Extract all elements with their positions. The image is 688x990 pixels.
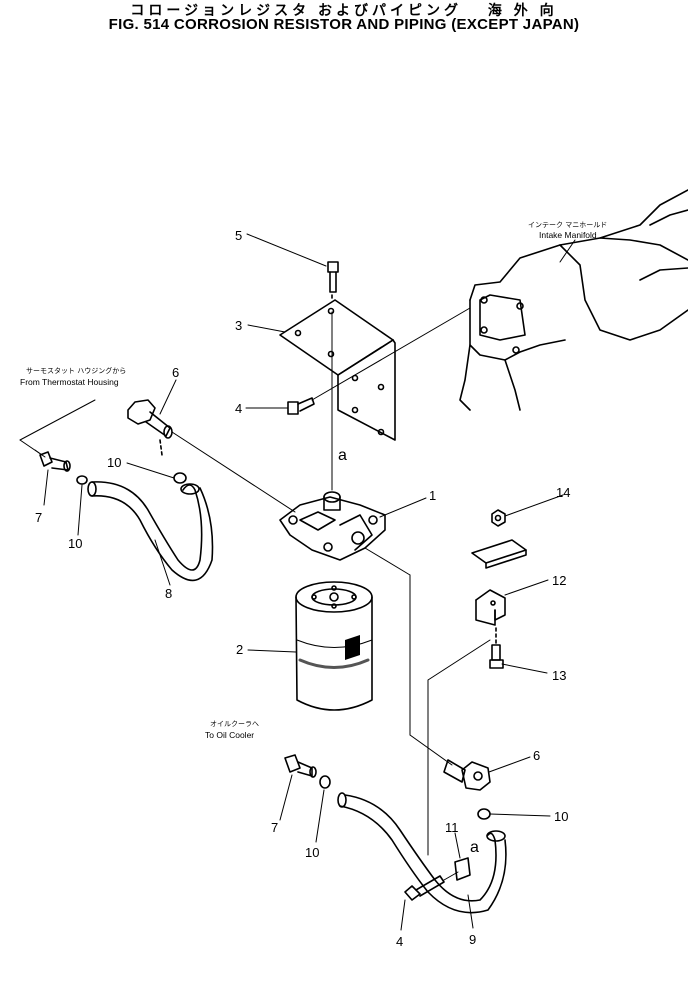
callout-7-lower: 7 bbox=[271, 820, 278, 835]
fitting-7-lower bbox=[284, 754, 317, 778]
bolt-4-lower bbox=[404, 871, 459, 901]
reference-a-upper: a bbox=[338, 447, 347, 464]
callout-11: 11 bbox=[445, 820, 459, 835]
mounting-bracket bbox=[279, 299, 396, 441]
callout-13: 13 bbox=[552, 668, 566, 683]
reference-a-lower: a bbox=[470, 839, 479, 856]
callout-7-left: 7 bbox=[35, 510, 42, 525]
callout-12: 12 bbox=[552, 573, 566, 588]
oil-cooler-label-jp: オイルクーラへ bbox=[210, 720, 259, 728]
callout-6-lower: 6 bbox=[533, 748, 540, 763]
thermostat-label: From Thermostat Housing bbox=[20, 377, 119, 387]
callout-10-left: 10 bbox=[68, 536, 82, 551]
callout-14: 14 bbox=[556, 485, 570, 500]
callout-4-lower: 4 bbox=[396, 934, 403, 949]
callout-6-upper: 6 bbox=[172, 365, 179, 380]
intake-manifold-label-jp: インテーク マニホールド bbox=[528, 221, 607, 229]
callout-leaders bbox=[43, 233, 576, 931]
callout-3: 3 bbox=[235, 318, 242, 333]
callout-8: 8 bbox=[165, 586, 172, 601]
corrosion-resistor-element bbox=[295, 581, 373, 711]
connector-6-lower bbox=[443, 759, 491, 791]
clip-11 bbox=[454, 857, 471, 881]
intake-manifold bbox=[459, 189, 688, 411]
figure-title: FIG. 514 CORROSION RESISTOR AND PIPING (… bbox=[108, 16, 580, 33]
callout-5: 5 bbox=[235, 228, 242, 243]
thermostat-label-jp: サーモスタット ハウジングから bbox=[26, 366, 126, 375]
callout-1: 1 bbox=[429, 488, 436, 503]
callout-4-upper: 4 bbox=[235, 401, 242, 416]
fitting-7-left bbox=[19, 399, 96, 472]
callout-10-lower-right: 10 bbox=[554, 809, 568, 824]
plate bbox=[471, 539, 527, 569]
nut-14 bbox=[491, 509, 506, 527]
hose-8 bbox=[87, 481, 214, 582]
oil-cooler-label: To Oil Cooler bbox=[205, 730, 254, 740]
figure-title-japanese: コロージョンレジスタ およびパイピング 海 外 向 bbox=[130, 2, 558, 18]
callout-10-lower: 10 bbox=[305, 845, 319, 860]
callout-10-upper: 10 bbox=[107, 455, 121, 470]
bracket-12 bbox=[475, 589, 506, 626]
corrosion-resistor-head bbox=[279, 491, 386, 561]
connector-6-upper bbox=[127, 399, 296, 513]
intake-manifold-label: Intake Manifold bbox=[539, 230, 597, 240]
callout-9: 9 bbox=[469, 932, 476, 947]
bolt-13 bbox=[489, 627, 504, 669]
bolt-5 bbox=[327, 261, 339, 301]
bolt-4-upper bbox=[287, 307, 471, 415]
callout-2: 2 bbox=[236, 642, 243, 657]
